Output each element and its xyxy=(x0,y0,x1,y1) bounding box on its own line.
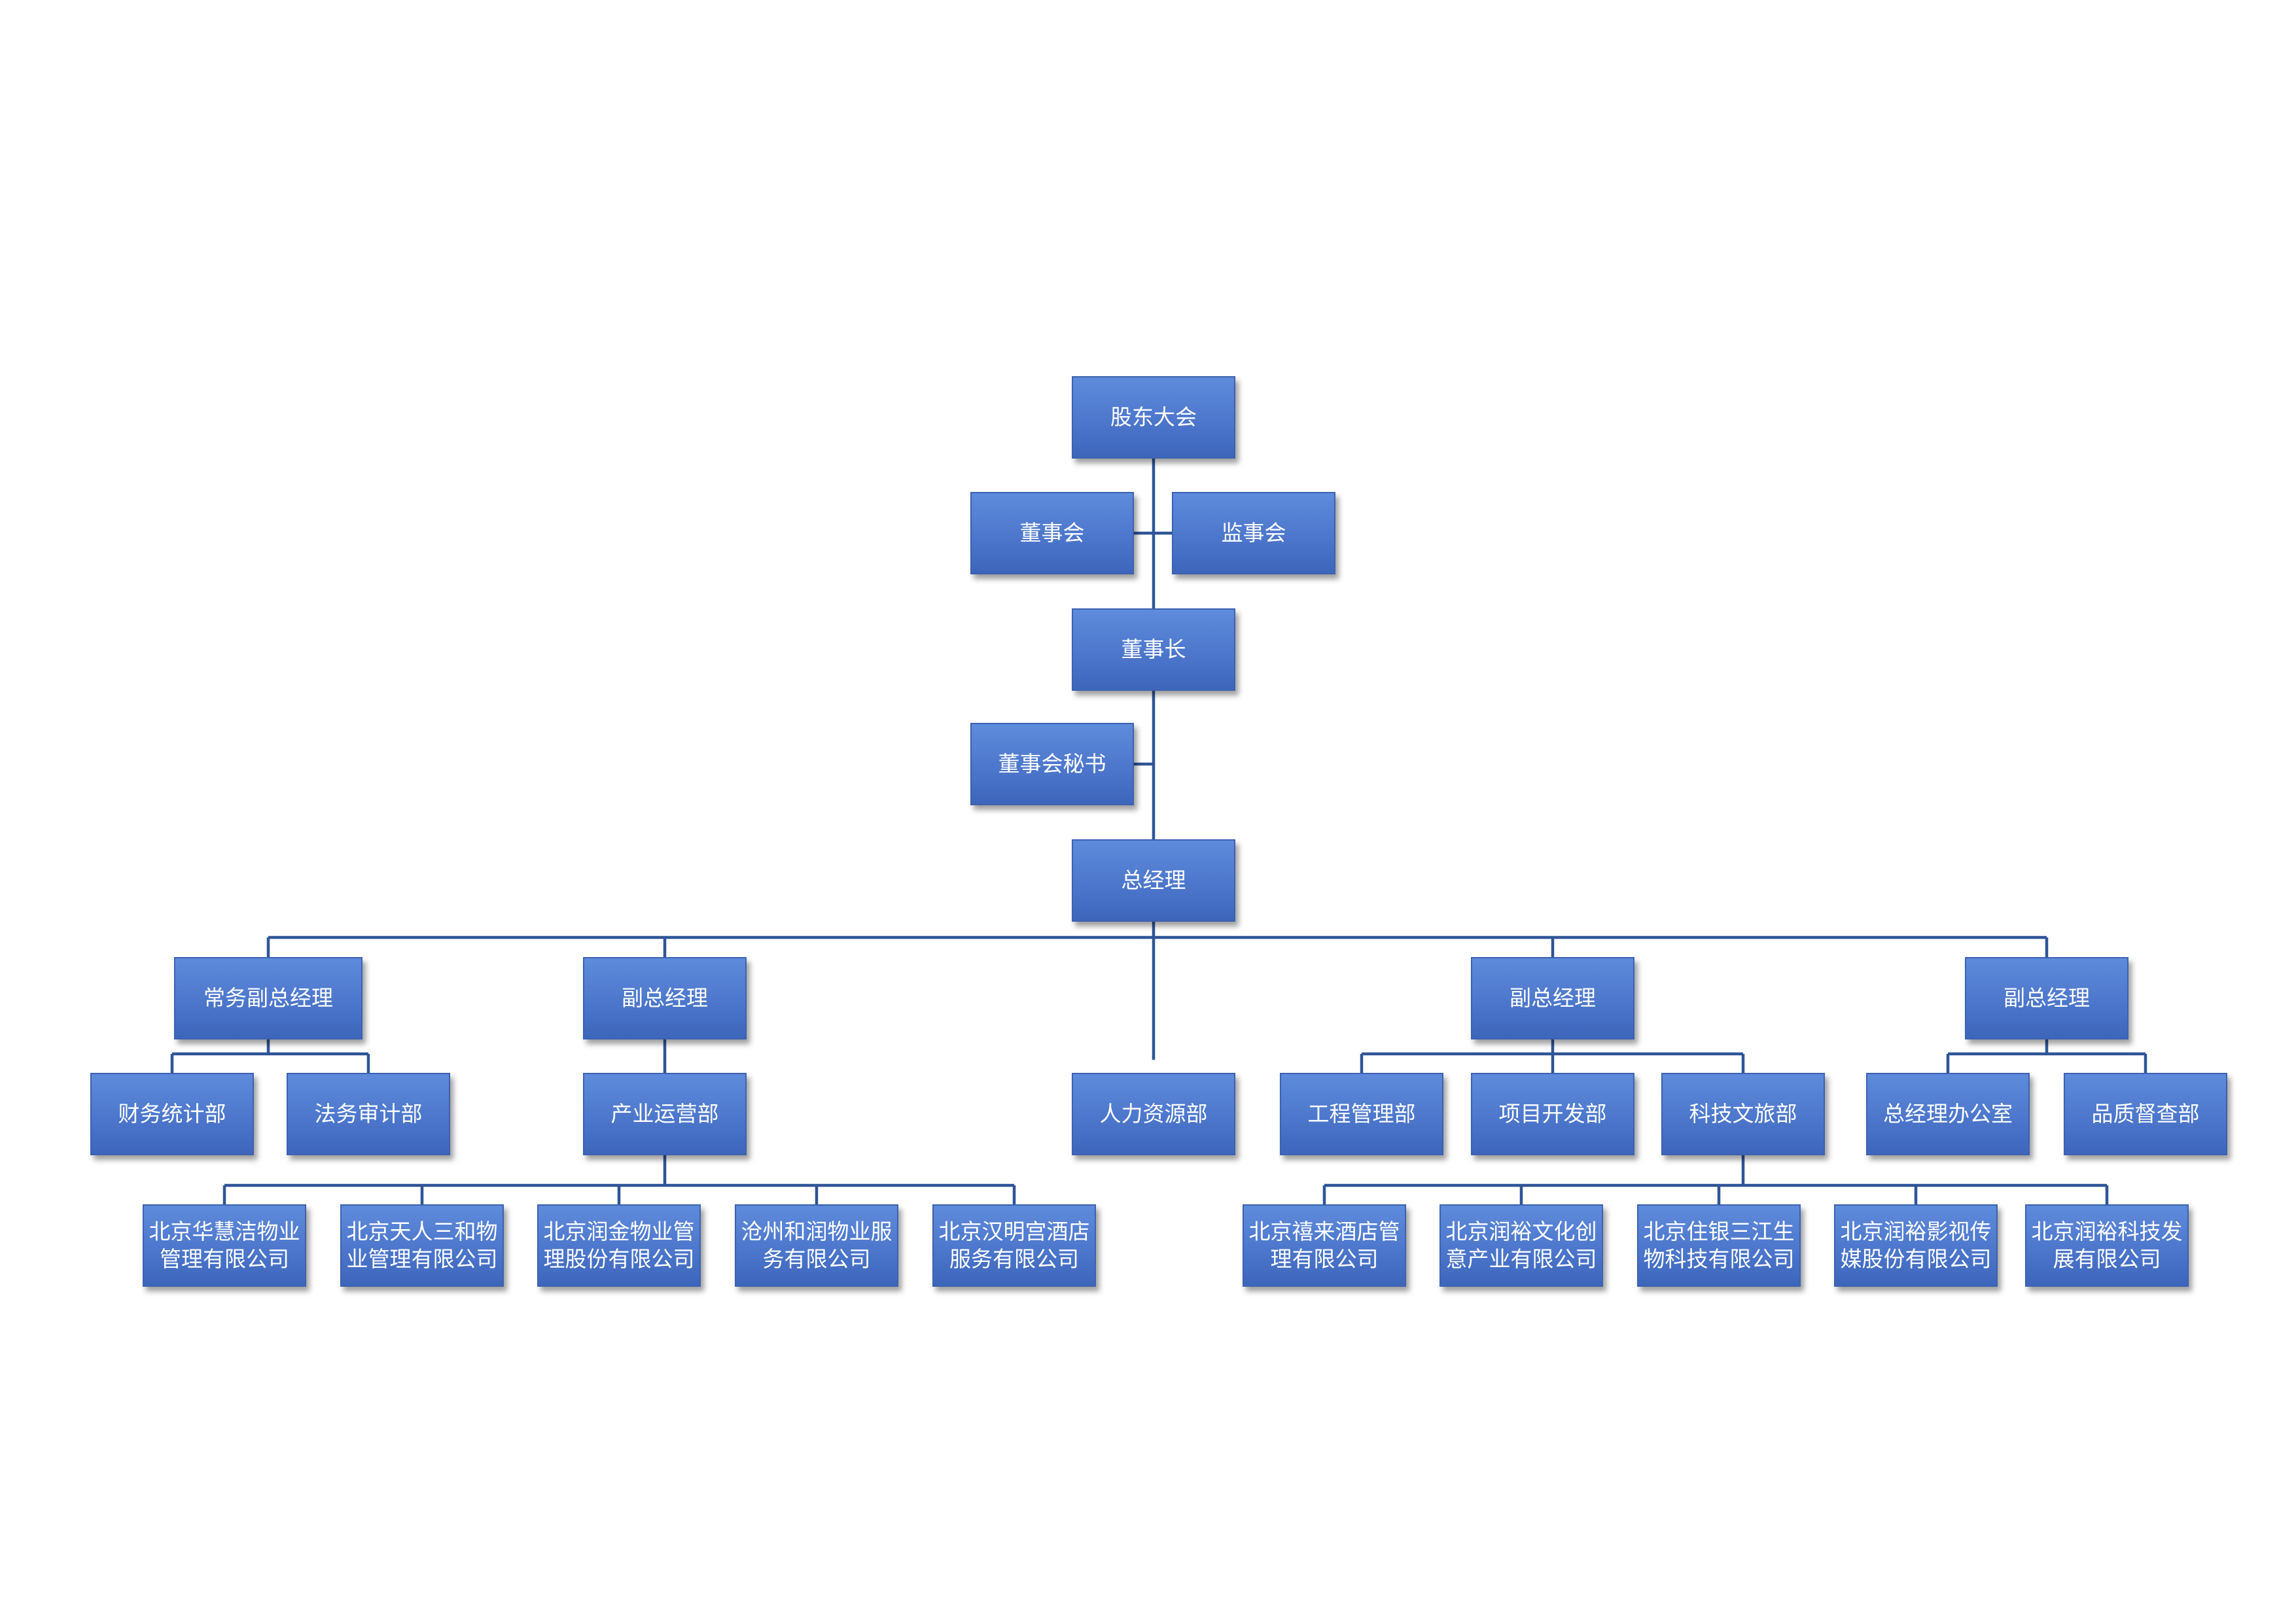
node-tech-culture: 科技文旅部 xyxy=(1661,1073,1825,1155)
node-board-secretary: 董事会秘书 xyxy=(970,723,1134,805)
node-label: 副总经理 xyxy=(1510,985,1596,1011)
node-vgm-c: 副总经理 xyxy=(1965,957,2128,1039)
node-label: 法务审计部 xyxy=(314,1101,423,1126)
node-label: 股东大会 xyxy=(1110,404,1197,430)
node-label: 北京天人三和物 业管理有限公司 xyxy=(346,1219,498,1272)
node-company: 北京润裕科技发 展有限公司 xyxy=(2025,1204,2189,1287)
node-ops: 产业运营部 xyxy=(583,1073,747,1155)
node-company: 北京华慧洁物业 管理有限公司 xyxy=(143,1204,306,1287)
node-label: 北京润裕影视传 媒股份有限公司 xyxy=(1840,1219,1992,1272)
node-label: 常务副总经理 xyxy=(203,985,333,1011)
node-label: 北京禧来酒店管 理有限公司 xyxy=(1248,1219,1400,1272)
node-label: 产业运营部 xyxy=(610,1101,719,1126)
node-label: 工程管理部 xyxy=(1307,1101,1416,1126)
node-label: 总经理办公室 xyxy=(1883,1101,2013,1126)
node-label: 监事会 xyxy=(1221,520,1286,546)
node-label: 科技文旅部 xyxy=(1689,1101,1797,1126)
node-company: 北京润裕文化创 意产业有限公司 xyxy=(1439,1204,1603,1287)
node-label: 项目开发部 xyxy=(1498,1101,1607,1126)
node-company: 北京润金物业管 理股份有限公司 xyxy=(537,1204,701,1287)
node-gm: 总经理 xyxy=(1072,839,1235,922)
node-company: 北京禧来酒店管 理有限公司 xyxy=(1243,1204,1406,1287)
node-quality: 品质督查部 xyxy=(2064,1073,2227,1155)
node-project-dev: 项目开发部 xyxy=(1471,1073,1634,1155)
node-label: 人力资源部 xyxy=(1099,1101,1208,1126)
node-company: 北京汉明宫酒店 服务有限公司 xyxy=(932,1204,1096,1287)
node-label: 董事长 xyxy=(1121,637,1186,662)
node-label: 北京住银三江生 物科技有限公司 xyxy=(1643,1219,1795,1272)
node-label: 北京润裕文化创 意产业有限公司 xyxy=(1445,1219,1597,1272)
node-supervisors: 监事会 xyxy=(1172,492,1335,574)
node-label: 北京华慧洁物业 管理有限公司 xyxy=(149,1219,300,1272)
node-label: 北京润裕科技发 展有限公司 xyxy=(2031,1219,2183,1272)
node-gm-office: 总经理办公室 xyxy=(1866,1073,2030,1155)
node-vgm-a: 副总经理 xyxy=(583,957,747,1039)
node-label: 品质督查部 xyxy=(2091,1101,2200,1126)
node-label: 副总经理 xyxy=(2004,985,2090,1011)
node-label: 董事会 xyxy=(1019,520,1085,546)
node-company: 北京天人三和物 业管理有限公司 xyxy=(340,1204,504,1287)
node-hr: 人力资源部 xyxy=(1072,1073,1235,1155)
node-label: 董事会秘书 xyxy=(998,751,1106,777)
node-company: 北京住银三江生 物科技有限公司 xyxy=(1637,1204,1801,1287)
node-vgm-b: 副总经理 xyxy=(1471,957,1634,1039)
node-label: 北京汉明宫酒店 服务有限公司 xyxy=(938,1219,1090,1272)
node-shareholders: 股东大会 xyxy=(1072,376,1235,459)
node-label: 总经理 xyxy=(1121,867,1186,893)
node-engineering: 工程管理部 xyxy=(1280,1073,1443,1155)
node-board: 董事会 xyxy=(970,492,1134,574)
node-finance: 财务统计部 xyxy=(90,1073,254,1155)
node-chairman: 董事长 xyxy=(1072,608,1235,691)
node-company: 北京润裕影视传 媒股份有限公司 xyxy=(1834,1204,1998,1287)
node-label: 副总经理 xyxy=(622,985,708,1011)
node-label: 沧州和润物业服 务有限公司 xyxy=(741,1219,892,1272)
node-company: 沧州和润物业服 务有限公司 xyxy=(735,1204,898,1287)
node-label: 财务统计部 xyxy=(118,1101,226,1126)
node-label: 北京润金物业管 理股份有限公司 xyxy=(543,1219,695,1272)
node-legal: 法务审计部 xyxy=(287,1073,450,1155)
node-exec-vgm: 常务副总经理 xyxy=(174,957,362,1039)
